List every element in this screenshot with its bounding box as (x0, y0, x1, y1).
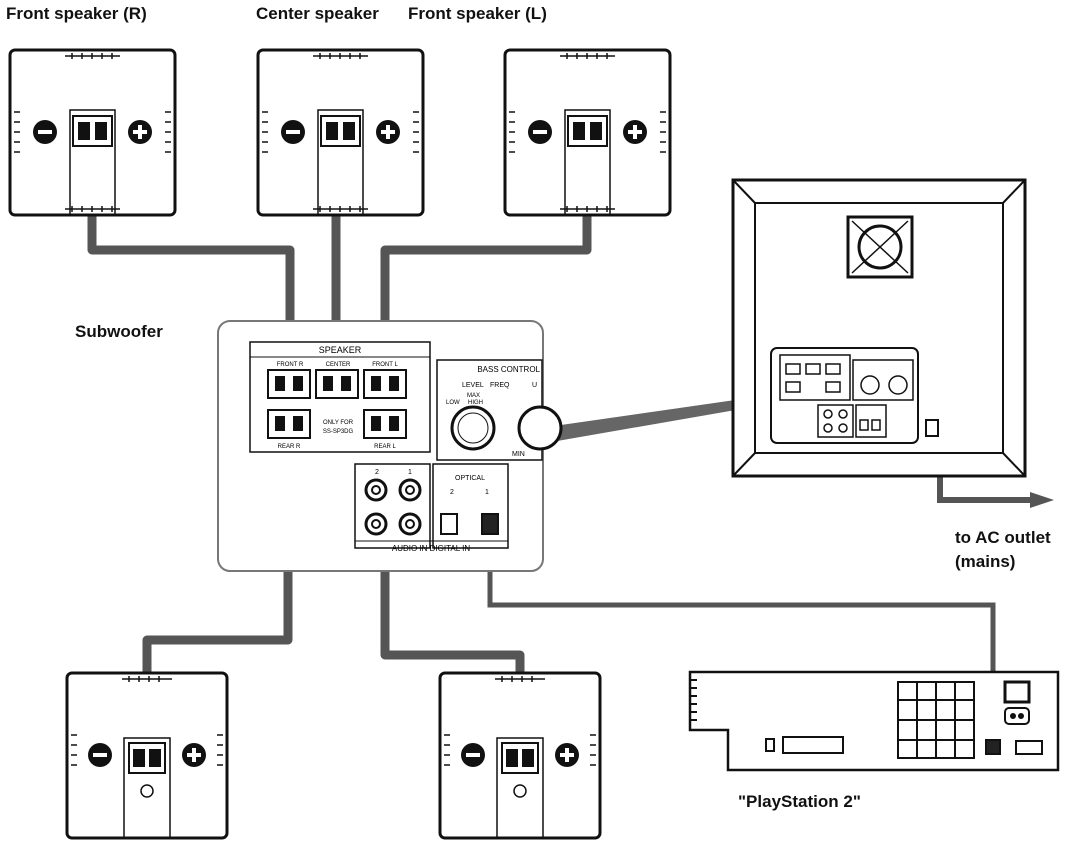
power-inlet (925, 419, 939, 437)
optical-label: OPTICAL (455, 475, 485, 482)
subwoofer-rear-view (731, 178, 1027, 478)
optical-jack-1 (481, 513, 499, 535)
level-knob (517, 405, 563, 451)
subwoofer-label: Subwoofer (75, 322, 163, 341)
speaker-title: SPEAKER (319, 345, 362, 355)
max-label: MAX (467, 393, 480, 399)
u-label: U (532, 382, 537, 389)
playstation-label: "PlayStation 2" (738, 792, 861, 811)
freq-label: FREQ (490, 382, 510, 389)
opt1-label: 1 (485, 489, 489, 496)
front-speaker-r-label: Front speaker (R) (6, 4, 147, 23)
min-label: MIN (512, 451, 525, 458)
front-speaker-r (8, 48, 177, 217)
zoom-connector (540, 395, 770, 444)
rear-speaker-r (65, 671, 229, 840)
fan-icon (846, 215, 914, 279)
ps2-optical-out (985, 739, 1001, 755)
level-label: LEVEL (462, 382, 484, 389)
center-speaker-label: Center speaker (256, 4, 379, 23)
terminal-rear-r (267, 409, 311, 439)
front-speaker-l-label: Front speaker (L) (408, 4, 547, 23)
terminal-rear-l (363, 409, 407, 439)
center-label: CENTER (326, 362, 351, 368)
only-for-label: ONLY FOR (323, 420, 354, 426)
optical-jack-2 (440, 513, 458, 535)
front-r-label: FRONT R (277, 362, 304, 368)
ch1-label: 1 (408, 469, 412, 476)
terminal-center (315, 369, 359, 399)
subwoofer-panel: SPEAKER FRONT R CENTER FRONT L ONLY FOR … (217, 320, 563, 572)
ac-arrow-icon (1030, 492, 1054, 508)
playstation-2 (688, 670, 1060, 772)
audio-digital-in-label: AUDIO IN DIGITAL IN (392, 544, 470, 553)
model-label: SS-SP3DG (323, 429, 354, 435)
high-label: HIGH (468, 400, 483, 406)
ps2-vent-grille (897, 681, 975, 759)
bass-control-title: BASS CONTROL (477, 365, 540, 374)
center-speaker (256, 48, 425, 217)
terminal-front-r (267, 369, 311, 399)
ps2-power-switch (1003, 680, 1031, 704)
ac-outlet-mains-label: (mains) (955, 552, 1016, 571)
ps2-ac-inlet (1004, 707, 1030, 725)
ac-outlet-label: to AC outlet (955, 528, 1051, 547)
opt2-label: 2 (450, 489, 454, 496)
rear-r-label: REAR R (278, 444, 301, 450)
rear-speaker-l (438, 671, 602, 840)
low-label: LOW (446, 400, 460, 406)
front-l-label: FRONT L (372, 362, 398, 368)
rear-l-label: REAR L (374, 444, 396, 450)
terminal-front-l (363, 369, 407, 399)
front-speaker-l (503, 48, 672, 217)
ch2-label: 2 (375, 469, 379, 476)
rca-jacks (364, 478, 422, 536)
